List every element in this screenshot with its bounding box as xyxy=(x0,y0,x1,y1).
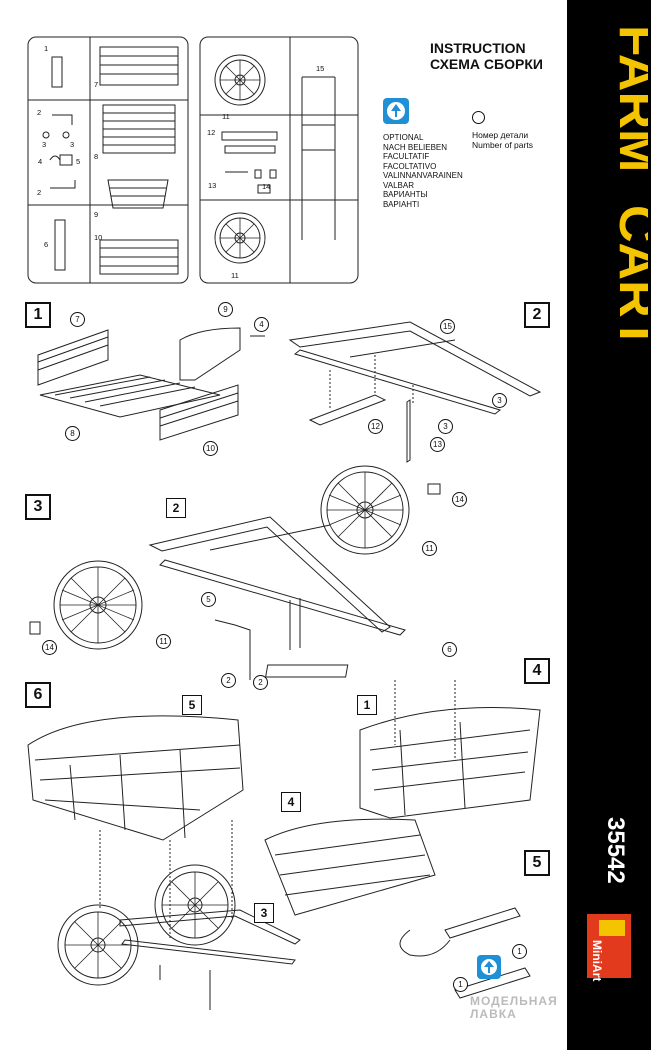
watermark: МОДЕЛЬНАЯ ЛАВКА xyxy=(470,995,558,1021)
sprue-label: 3 xyxy=(42,140,47,149)
optional-label: OPTIONAL xyxy=(383,133,424,142)
optional-label: ВАРИАНТЫ xyxy=(383,190,428,199)
subassembly-ref: 2 xyxy=(166,498,186,518)
step-number-2: 2 xyxy=(524,302,550,328)
part-callout: 15 xyxy=(440,319,455,334)
part-callout: 9 xyxy=(218,302,233,317)
optional-swap-icon xyxy=(477,955,501,979)
subassembly-ref: 5 xyxy=(182,695,202,715)
watermark-line1: МОДЕЛЬНАЯ xyxy=(470,994,558,1008)
watermark-line2: ЛАВКА xyxy=(470,1007,517,1021)
part-callout: 4 xyxy=(254,317,269,332)
parts-legend: Номер детали Number of parts xyxy=(472,130,533,150)
optional-label: FACULTATIF xyxy=(383,152,430,161)
sprue-label: 1 xyxy=(44,44,49,53)
sprue-label: 9 xyxy=(94,210,99,219)
step-number-6: 6 xyxy=(25,682,51,708)
sprue-label: 7 xyxy=(94,80,99,89)
part-callout: 6 xyxy=(442,642,457,657)
part-callout: 3 xyxy=(492,393,507,408)
subassembly-ref: 3 xyxy=(254,903,274,923)
sprue-label: 13 xyxy=(208,181,217,190)
step-number-1: 1 xyxy=(25,302,51,328)
sprue-label: 14 xyxy=(262,182,271,191)
product-title-line1: FARM xyxy=(608,25,648,172)
model-number-text: 35542 xyxy=(602,817,629,884)
sprue-label: 11 xyxy=(231,271,239,280)
instruction-title-ru: СХЕМА СБОРКИ xyxy=(430,56,543,72)
parts-label-en: Number of parts xyxy=(472,140,533,150)
part-callout: 3 xyxy=(438,419,453,434)
part-callout: 1 xyxy=(512,944,527,959)
optional-swap-icon xyxy=(383,98,409,124)
step-number-5: 5 xyxy=(524,850,550,876)
optional-label: VALBAR xyxy=(383,180,414,190)
sprue-label: 3 xyxy=(70,140,75,149)
part-callout: 14 xyxy=(42,640,57,655)
instruction-title-en: INSTRUCTION xyxy=(430,40,526,56)
sprue-label: 12 xyxy=(207,128,216,137)
sprue-label: 8 xyxy=(94,152,99,161)
part-callout: 5 xyxy=(201,592,216,607)
sprue-label: 15 xyxy=(316,64,325,73)
optional-label: VALINNANVARAINEN xyxy=(383,171,463,180)
part-callout: 1 xyxy=(453,977,468,992)
sprue-frame-right xyxy=(199,36,359,284)
sprue-label: 10 xyxy=(94,233,103,242)
optional-label: NACH BELIEBEN xyxy=(383,142,448,152)
part-callout: 11 xyxy=(156,634,171,649)
part-callout: 13 xyxy=(430,437,445,452)
part-callout: 10 xyxy=(203,441,218,456)
brand-sidebar xyxy=(567,0,651,1050)
sprue-frame-left xyxy=(27,36,189,284)
sprue-label: 2 xyxy=(37,188,42,197)
optional-label: ВАРІАНТІ xyxy=(383,199,420,209)
parts-label-ru: Номер детали xyxy=(472,130,529,140)
logo-text: MiniArt xyxy=(590,940,604,981)
part-callout: 2 xyxy=(253,675,268,690)
part-callout: 7 xyxy=(70,312,85,327)
step-number-3: 3 xyxy=(25,494,51,520)
product-title: FARM CART xyxy=(608,25,648,350)
part-callout: 2 xyxy=(221,673,236,688)
part-number-circle-icon xyxy=(472,111,485,124)
part-callout: 12 xyxy=(368,419,383,434)
product-title-line2: CART xyxy=(608,205,648,350)
optional-labels: OPTIONAL NACH BELIEBEN FACULTATIF FACOLT… xyxy=(383,133,463,209)
sprue-label: 2 xyxy=(37,108,42,117)
part-callout: 14 xyxy=(452,492,467,507)
optional-label: FACOLTATIVO xyxy=(383,161,437,171)
part-callout: 8 xyxy=(65,426,80,441)
subassembly-ref: 4 xyxy=(281,792,301,812)
step-number-4: 4 xyxy=(524,658,550,684)
sprue-label: 11 xyxy=(222,112,230,121)
part-callout: 11 xyxy=(422,541,437,556)
sprue-label: 4 xyxy=(38,157,43,166)
model-number: 35542 xyxy=(602,817,629,884)
subassembly-ref: 1 xyxy=(357,695,377,715)
miniart-logo: MiniArt xyxy=(579,910,639,982)
sprue-label: 5 xyxy=(76,157,81,166)
instruction-header: INSTRUCTION СХЕМА СБОРКИ xyxy=(430,40,543,72)
sprue-label: 6 xyxy=(44,240,49,249)
